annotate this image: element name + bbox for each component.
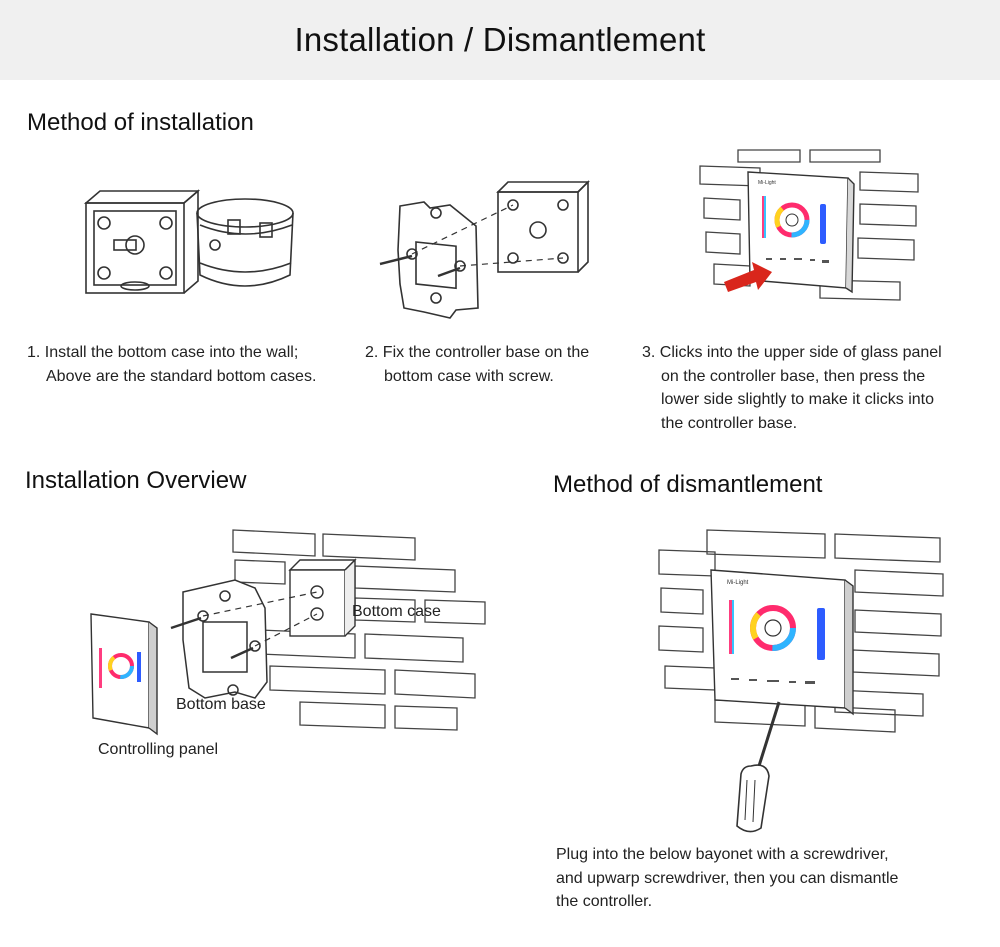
panel-click-in-illustration: Mi-Light xyxy=(699,149,919,301)
step-2-caption: 2. Fix the controller base on the bottom… xyxy=(365,341,625,388)
step-3-line-3: lower side slightly to make it clicks in… xyxy=(661,391,934,408)
bottom-cases-illustration xyxy=(83,189,294,294)
push-arrow-icon xyxy=(724,262,772,292)
panel-brand-label: Mi-Light xyxy=(758,180,776,186)
bottom-base-label: Bottom base xyxy=(176,696,266,713)
step-2-line-2: bottom case with screw. xyxy=(384,367,554,385)
heading-installation-overview: Installation Overview xyxy=(25,467,247,494)
step-1-line-1: 1. Install the bottom case into the wall… xyxy=(27,344,299,361)
heading-method-of-dismantlement: Method of dismantlement xyxy=(553,471,823,498)
step-1-caption: 1. Install the bottom case into the wall… xyxy=(27,341,357,388)
step-3-line-2: on the controller base, then press the xyxy=(661,367,926,385)
dismantle-line-3: the controller. xyxy=(556,893,653,910)
heading-method-of-installation: Method of installation xyxy=(27,109,254,136)
dismantle-line-1: Plug into the below bayonet with a screw… xyxy=(556,846,889,863)
dismantlement-illustration: Mi-Light xyxy=(658,529,944,833)
controlling-panel-label: Controlling panel xyxy=(98,741,219,758)
title-banner: Installation / Dismantlement xyxy=(0,0,1000,80)
bottom-case-label: Bottom case xyxy=(352,603,441,620)
step-3-line-4: the controller base. xyxy=(661,414,798,432)
step-3-caption: 3. Clicks into the upper side of glass p… xyxy=(642,341,992,435)
page-title: Installation / Dismantlement xyxy=(294,21,706,58)
base-screw-illustration xyxy=(379,180,590,319)
dismantle-caption: Plug into the below bayonet with a screw… xyxy=(556,843,976,914)
step-2-line-1: 2. Fix the controller base on the xyxy=(365,344,590,361)
dismantle-panel-brand: Mi-Light xyxy=(727,580,749,586)
installation-overview-illustration xyxy=(90,529,486,736)
step-3-line-1: 3. Clicks into the upper side of glass p… xyxy=(642,344,942,361)
step-1-line-2: Above are the standard bottom cases. xyxy=(46,367,317,385)
screwdriver-icon xyxy=(736,701,781,833)
dismantle-line-2: and upwarp screwdriver, then you can dis… xyxy=(556,869,899,887)
